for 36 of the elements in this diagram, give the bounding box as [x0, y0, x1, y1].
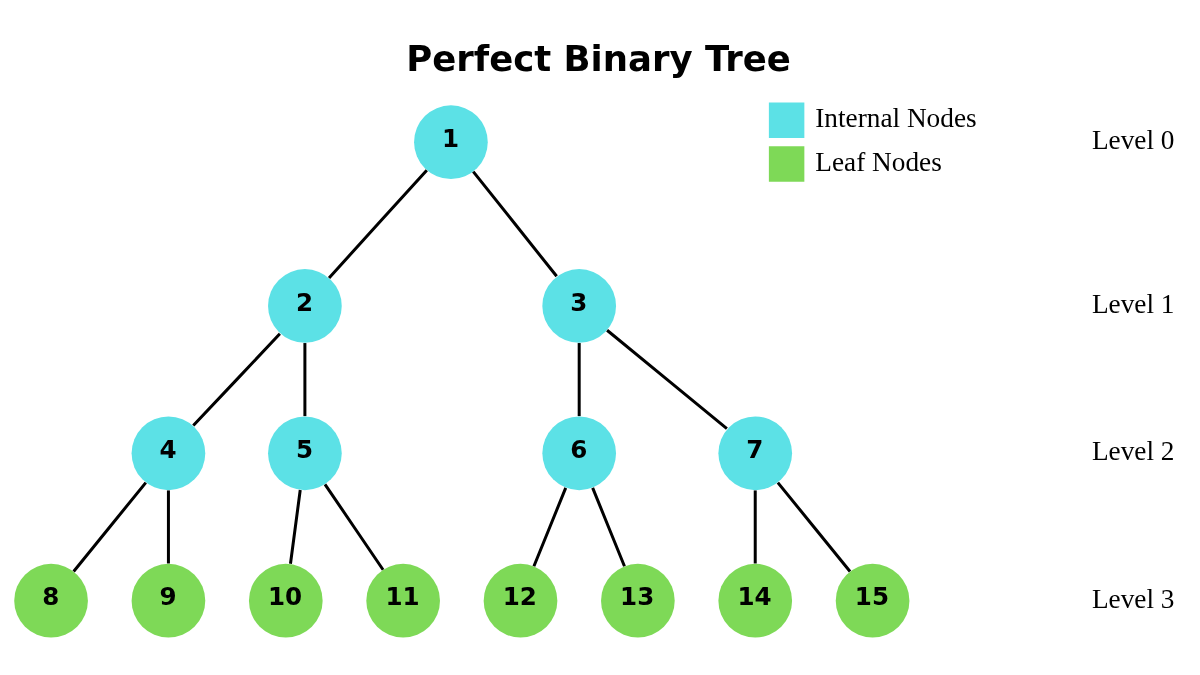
connector	[606, 328, 728, 430]
node-circle: 5	[268, 415, 342, 490]
node-circle: 13	[601, 563, 675, 638]
node-circle: 6	[542, 415, 617, 490]
node-circle: 2	[268, 268, 342, 343]
node-circle: 4	[131, 415, 206, 490]
node-circle: 7	[718, 415, 793, 490]
node-circle: 15	[835, 563, 910, 638]
node-circle: 9	[131, 563, 206, 638]
connector	[472, 170, 558, 277]
label: Level 1	[1091, 288, 1175, 319]
connector	[303, 342, 307, 416]
connector	[753, 489, 757, 563]
label: Level 3	[1091, 583, 1175, 614]
connector	[591, 486, 626, 567]
connector	[192, 332, 281, 427]
node-circle: 10	[248, 563, 323, 638]
connector	[72, 481, 147, 572]
diagram-title: Perfect Binary Tree	[406, 37, 791, 79]
connector	[532, 486, 568, 567]
node-circle: 8	[14, 563, 88, 638]
connector	[776, 481, 852, 572]
node-circle: 11	[366, 563, 440, 638]
node-circle: 14	[718, 563, 793, 638]
label: Level 0	[1091, 124, 1175, 155]
connector	[327, 168, 428, 279]
connector	[289, 489, 302, 564]
connector	[323, 482, 385, 571]
connector	[577, 342, 581, 416]
node-circle: 3	[542, 268, 617, 343]
connector	[166, 489, 170, 563]
label: Level 2	[1091, 435, 1175, 466]
legend-label: Leaf Nodes	[815, 146, 942, 177]
node-circle: 12	[483, 563, 558, 638]
legend-label: Internal Nodes	[815, 102, 977, 133]
node-circle: 1	[414, 104, 488, 179]
